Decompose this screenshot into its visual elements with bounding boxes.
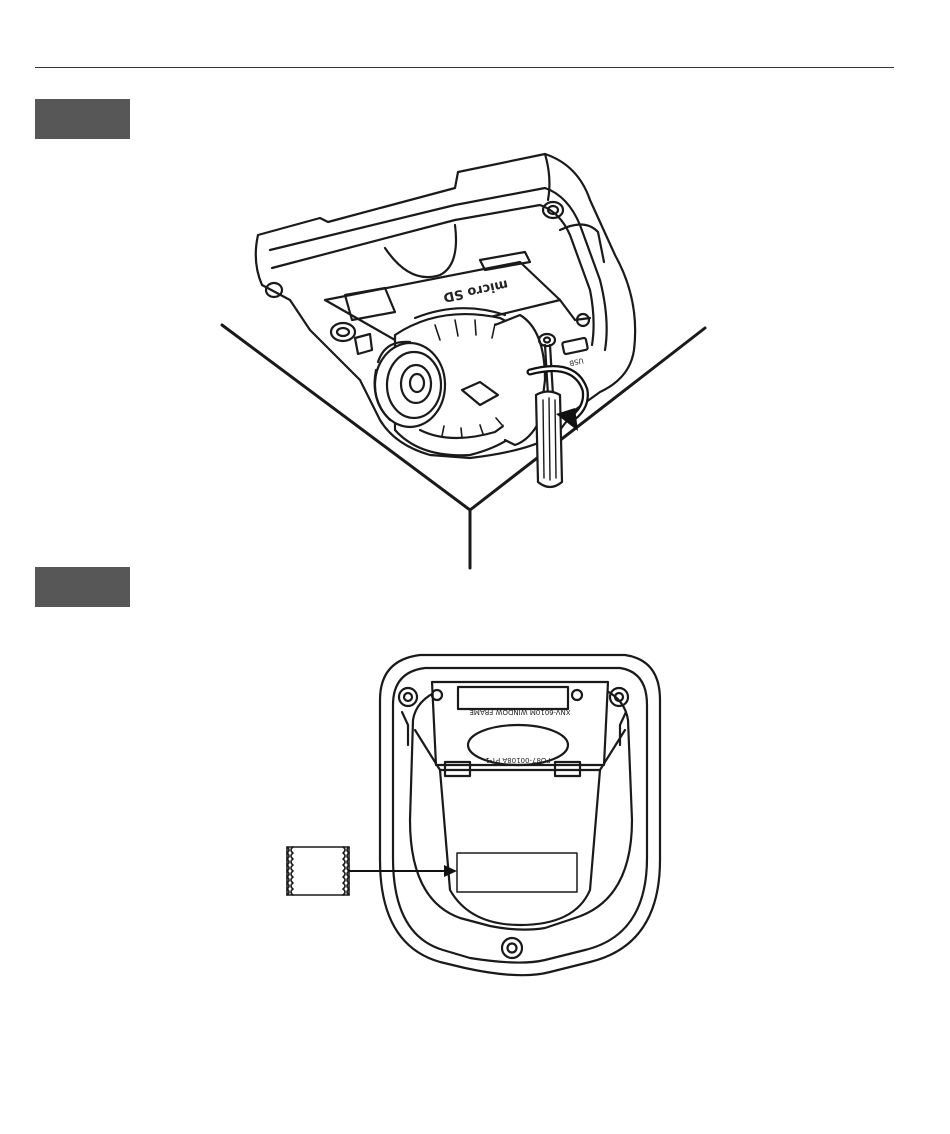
housing-bottom-shell [380, 655, 660, 975]
window-frame-label: XNV-6010M WINDOW FRAME [469, 708, 570, 716]
part-number-label: PO87-00108A PT-1 [485, 756, 550, 764]
spacer-roll-icon [287, 847, 349, 895]
